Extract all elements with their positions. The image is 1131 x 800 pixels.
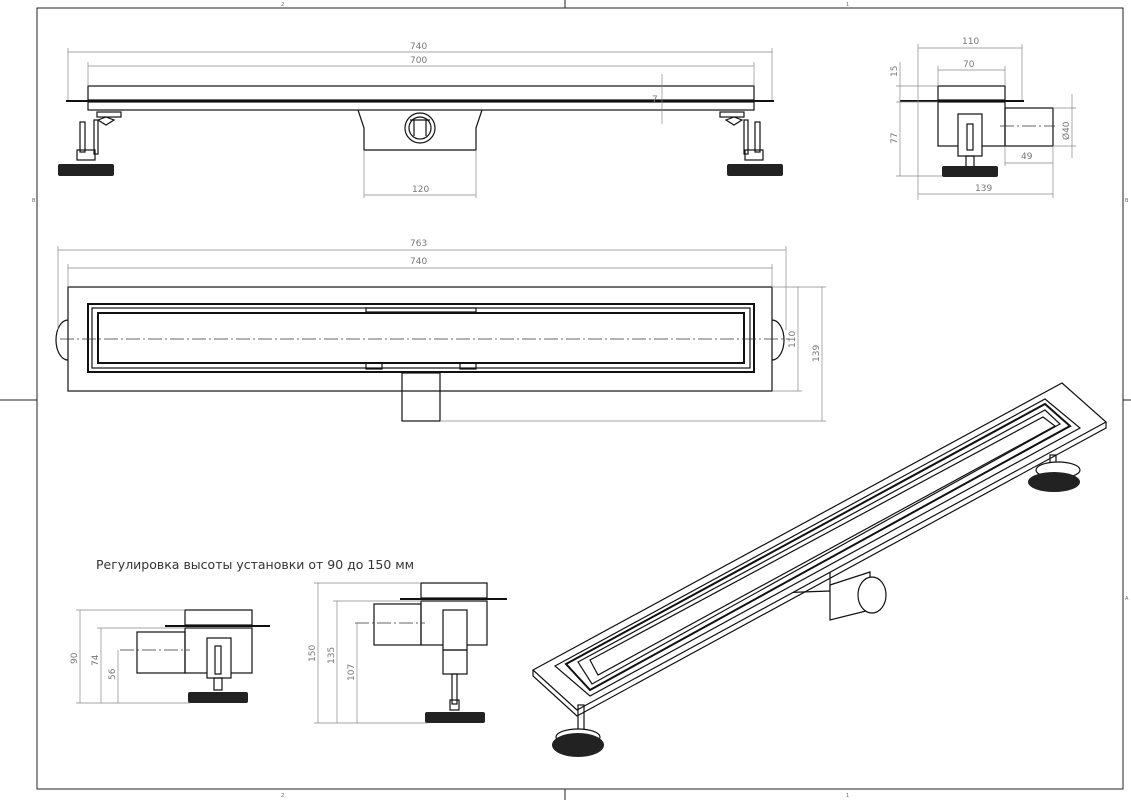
leveling-foot-right — [719, 111, 783, 176]
dim-side-grate-width: 70 — [963, 60, 975, 70]
zone-label: B — [1125, 198, 1129, 204]
zone-label: 2 — [281, 793, 284, 799]
max-height-view: 150 135 107 — [308, 582, 507, 724]
dim-grate-width: 700 — [410, 56, 427, 66]
dim-body-height: 77 — [890, 133, 900, 144]
dim-max-outlet-axis: 107 — [347, 664, 357, 681]
min-height-view: 90 74 56 — [70, 609, 270, 704]
zone-label: 2 — [281, 2, 284, 8]
dim-overall-length: 763 — [410, 239, 427, 249]
dim-max-total: 150 — [308, 645, 318, 662]
height-adjustment-note: Регулировка высоты установки от 90 до 15… — [96, 557, 414, 572]
leveling-foot-left — [58, 111, 122, 176]
leveling-foot-back — [1028, 454, 1081, 492]
top-view: 763 740 110 139 — [55, 239, 826, 422]
front-view: 740 700 7 120 — [58, 42, 783, 198]
dim-overall-width: 740 — [410, 42, 427, 52]
dim-min-outlet-axis: 56 — [108, 668, 118, 680]
dim-body-length: 740 — [410, 257, 427, 267]
dim-grate-height: 15 — [890, 66, 900, 77]
isometric-view — [531, 382, 1108, 757]
dim-frame-height: 7 — [652, 95, 658, 105]
dim-channel-width: 110 — [788, 331, 798, 348]
zone-label: 1 — [846, 793, 849, 799]
dim-outlet-width: 120 — [412, 185, 429, 195]
dim-outlet-diameter: Ø40 — [1061, 121, 1072, 140]
dim-outlet-length: 49 — [1021, 152, 1033, 162]
dim-min-flange: 74 — [91, 654, 101, 666]
dim-max-flange: 135 — [327, 647, 337, 664]
zone-label: B — [32, 198, 36, 204]
zone-label: 1 — [846, 2, 849, 8]
zone-label: A — [1125, 596, 1129, 602]
side-view: 110 70 15 77 Ø40 49 139 — [890, 37, 1076, 200]
dim-total-depth: 139 — [975, 184, 992, 194]
leveling-foot-front — [552, 704, 604, 757]
dim-side-width: 110 — [962, 37, 979, 47]
dim-overall-width: 139 — [812, 345, 822, 362]
dim-min-total: 90 — [70, 652, 80, 664]
drawing-frame — [36, 7, 1124, 790]
